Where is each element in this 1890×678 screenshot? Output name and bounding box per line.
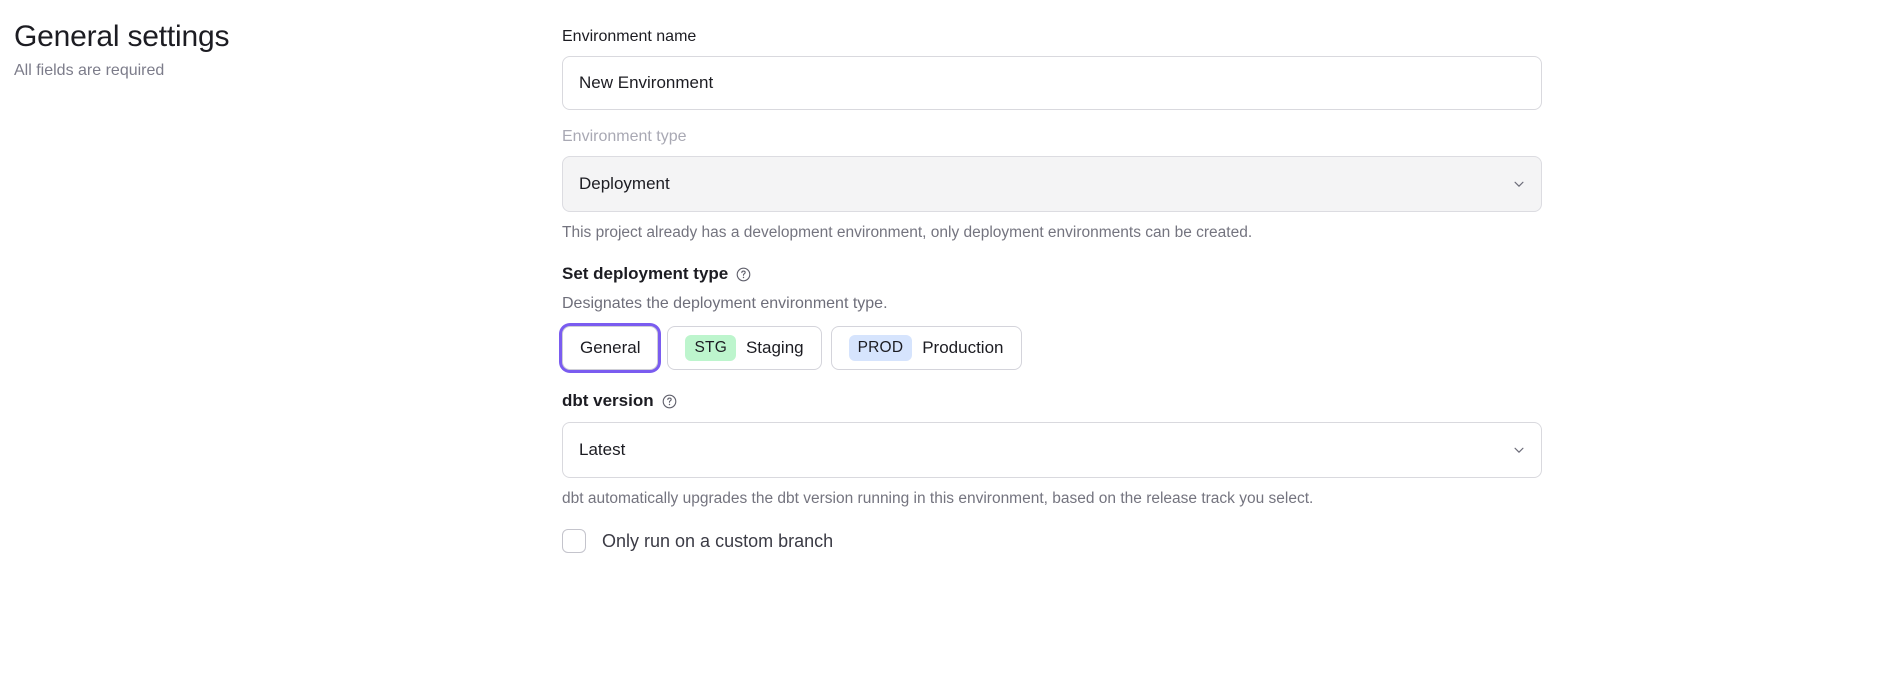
deployment-type-field-group: Set deployment type Designates the deplo… <box>562 263 1542 370</box>
dbt-version-heading-row: dbt version <box>562 390 1542 412</box>
environment-type-select-wrap: Deployment <box>562 156 1542 212</box>
chevron-down-icon <box>1512 177 1526 191</box>
dbt-version-select[interactable]: Latest <box>562 422 1542 478</box>
custom-branch-row: Only run on a custom branch <box>562 529 1542 553</box>
custom-branch-checkbox[interactable] <box>562 529 586 553</box>
environment-type-field-group: Environment type Deployment This project… <box>562 126 1542 243</box>
help-circle-icon[interactable] <box>661 393 678 410</box>
page-title: General settings <box>14 20 230 53</box>
deployment-type-title: Set deployment type <box>562 264 729 283</box>
deployment-type-button-group: General STG Staging PROD Production <box>562 326 1542 370</box>
environment-type-helper-text: This project already has a development e… <box>562 224 1253 241</box>
environment-type-value: Deployment <box>579 174 670 193</box>
environment-type-select: Deployment <box>562 156 1542 212</box>
staging-badge: STG <box>685 335 736 361</box>
deployment-type-option-general[interactable]: General <box>562 326 659 370</box>
deployment-type-option-production[interactable]: PROD Production <box>830 326 1022 370</box>
page-subtitle: All fields are required <box>14 62 165 79</box>
deployment-type-option-staging-label: Staging <box>745 338 804 357</box>
dbt-version-label: dbt version <box>562 391 654 410</box>
environment-name-field-group: Environment name <box>562 26 1542 110</box>
settings-form-column: Environment name Environment type Deploy… <box>562 26 1542 553</box>
deployment-type-heading-row: Set deployment type <box>562 263 1542 285</box>
help-circle-icon[interactable] <box>735 266 752 283</box>
dbt-version-value: Latest <box>579 440 626 459</box>
dbt-version-helper-text: dbt automatically upgrades the dbt versi… <box>562 490 1314 507</box>
chevron-down-icon <box>1512 443 1526 457</box>
deployment-type-description: Designates the deployment environment ty… <box>562 295 888 312</box>
deployment-type-option-production-label: Production <box>922 338 1004 357</box>
dbt-version-field-group: dbt version Latest <box>562 390 1542 509</box>
environment-name-input[interactable] <box>562 56 1542 110</box>
environment-name-label: Environment name <box>562 28 697 45</box>
dbt-version-select-wrap: Latest <box>562 422 1542 478</box>
deployment-type-option-staging[interactable]: STG Staging <box>667 326 822 370</box>
environment-type-label: Environment type <box>562 128 687 145</box>
settings-header-column: General settings All fields are required <box>14 18 534 82</box>
deployment-type-option-general-label: General <box>580 338 641 357</box>
custom-branch-label[interactable]: Only run on a custom branch <box>602 531 834 551</box>
production-badge: PROD <box>848 335 913 361</box>
